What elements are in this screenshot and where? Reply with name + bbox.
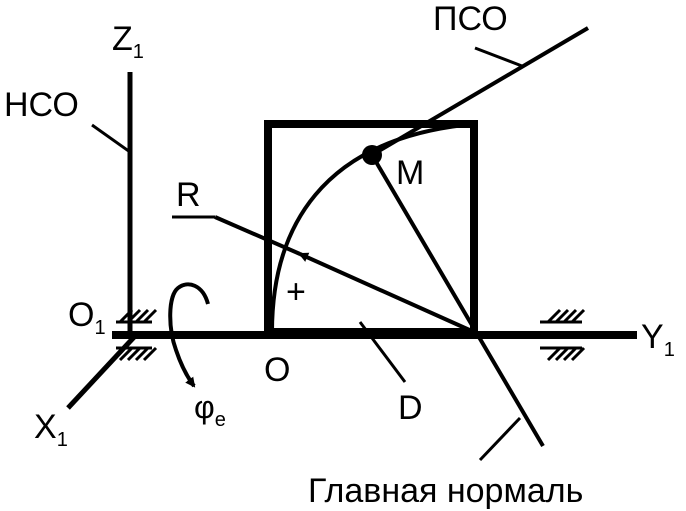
d-leader (358, 321, 407, 383)
pso-line (370, 26, 590, 157)
radius-leader-link (214, 215, 301, 256)
nso-leader (91, 123, 131, 154)
label-y1: Y1 (641, 318, 675, 361)
label-main-normal: Главная нормаль (308, 472, 583, 510)
square-plate (264, 120, 478, 336)
label-plus: + (286, 273, 306, 311)
main-normal-line (370, 153, 545, 448)
label-r: R (176, 176, 201, 214)
x1-axis (66, 333, 138, 410)
label-d: D (398, 389, 423, 427)
label-m: M (396, 154, 424, 192)
label-o: O (264, 351, 290, 389)
main-normal-leader (478, 416, 522, 462)
rotation-arc (168, 282, 210, 388)
left-bearing-hatch (116, 308, 158, 362)
label-nso: НСО (4, 86, 79, 124)
right-bearing-hatch (540, 308, 586, 362)
label-o1: O1 (68, 296, 106, 339)
label-pso: ПСО (433, 0, 508, 38)
pso-leader (474, 46, 523, 68)
label-z1: Z1 (112, 20, 144, 63)
radius-arrow (298, 252, 475, 334)
label-phi-e: φe (194, 389, 226, 431)
label-x1: X1 (34, 408, 68, 451)
trajectory-curve (270, 122, 475, 333)
point-m (362, 145, 382, 165)
